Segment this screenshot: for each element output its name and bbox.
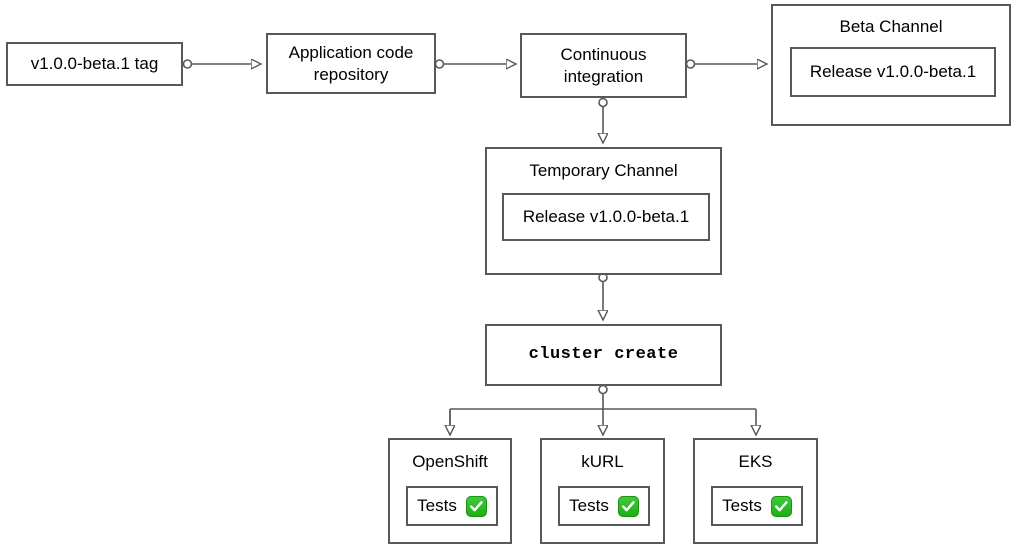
group-target-openshift-title: OpenShift bbox=[412, 452, 488, 471]
edge-cluster-create-to-targets bbox=[450, 384, 756, 436]
edge-tag-to-repo bbox=[182, 60, 262, 68]
check-mark-button-icon bbox=[617, 495, 639, 517]
check-mark-button-icon bbox=[465, 495, 487, 517]
group-target-openshift[interactable]: OpenShift Tests bbox=[388, 438, 512, 544]
temporary-channel-release-box[interactable]: Release v1.0.0-beta.1 bbox=[502, 193, 710, 241]
group-beta-channel-title: Beta Channel bbox=[839, 17, 943, 36]
temporary-channel-release-label: Release v1.0.0-beta.1 bbox=[522, 207, 690, 226]
openshift-tests-box[interactable]: Tests bbox=[406, 486, 498, 526]
openshift-tests-label: Tests bbox=[417, 496, 457, 515]
node-version-tag-label: v1.0.0-beta.1 tag bbox=[30, 54, 159, 74]
beta-channel-release-box[interactable]: Release v1.0.0-beta.1 bbox=[790, 47, 996, 97]
node-application-code-repository-label-line2: repository bbox=[313, 64, 389, 84]
node-continuous-integration[interactable]: Continuous integration bbox=[520, 33, 687, 98]
node-continuous-integration-label-line1: Continuous bbox=[560, 45, 647, 65]
eks-tests-label: Tests bbox=[722, 496, 762, 515]
node-version-tag[interactable]: v1.0.0-beta.1 tag bbox=[6, 42, 183, 86]
node-application-code-repository-label-line1: Application code bbox=[288, 43, 414, 63]
check-mark-button-icon bbox=[770, 495, 792, 517]
node-continuous-integration-label-line2: integration bbox=[563, 66, 644, 86]
node-cluster-create[interactable]: cluster create bbox=[485, 324, 722, 386]
group-temporary-channel[interactable]: Temporary Channel Release v1.0.0-beta.1 bbox=[485, 147, 722, 275]
group-target-eks-title: EKS bbox=[738, 452, 773, 471]
edge-temporary-channel-to-cluster-create bbox=[599, 272, 607, 321]
group-target-eks[interactable]: EKS Tests bbox=[693, 438, 818, 544]
edge-ci-to-beta-channel bbox=[685, 60, 768, 68]
edge-ci-to-temporary-channel bbox=[599, 97, 607, 144]
node-cluster-create-label: cluster create bbox=[528, 345, 679, 365]
group-target-kurl[interactable]: kURL Tests bbox=[540, 438, 665, 544]
group-target-kurl-title: kURL bbox=[581, 452, 624, 471]
group-temporary-channel-title: Temporary Channel bbox=[529, 161, 678, 180]
kurl-tests-box[interactable]: Tests bbox=[558, 486, 650, 526]
beta-channel-release-label: Release v1.0.0-beta.1 bbox=[809, 62, 977, 81]
group-beta-channel[interactable]: Beta Channel Release v1.0.0-beta.1 bbox=[771, 4, 1011, 126]
node-application-code-repository[interactable]: Application code repository bbox=[266, 33, 436, 94]
kurl-tests-label: Tests bbox=[569, 496, 609, 515]
edge-repo-to-ci bbox=[434, 60, 517, 68]
eks-tests-box[interactable]: Tests bbox=[711, 486, 803, 526]
